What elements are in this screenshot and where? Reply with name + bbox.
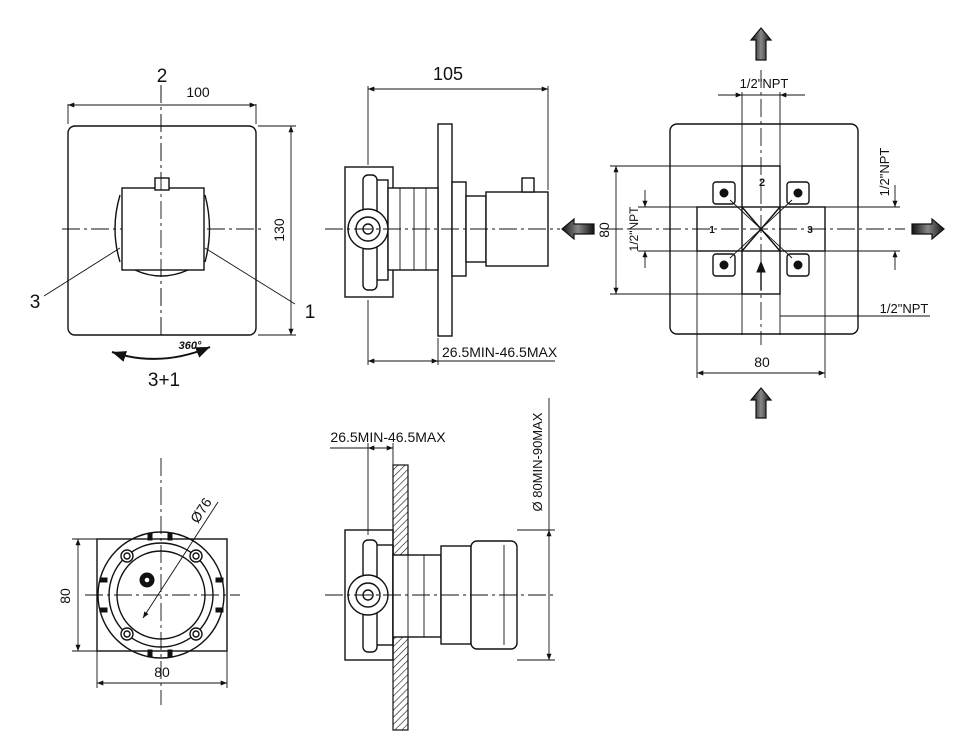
front-handle-square	[121, 187, 205, 271]
rotation-arrow-icon	[111, 346, 211, 362]
back-view: 2 1 3 1/2"NPT 1/2"NPT 1/2"NPT 80 1/2"NPT	[561, 27, 945, 419]
bs-range-dim: 26.5MIN-46.5MAX	[330, 429, 446, 445]
bs-diameter-range-dim: Ø 80MIN-90MAX	[530, 412, 545, 511]
bf-bolt-holes	[120, 549, 203, 641]
front-leader-right	[204, 247, 296, 305]
side-handle-stub	[521, 177, 535, 193]
back-port-left: 1	[709, 225, 715, 236]
back-width-dim: 80	[754, 354, 770, 370]
bf-diameter-dim: Ø76	[187, 495, 215, 526]
flow-arrow-right-icon	[911, 217, 945, 241]
bottom-side-view: 26.5MIN-46.5MAX Ø 80MIN-90MAX	[325, 398, 555, 731]
front-handle-arc-bottom	[134, 269, 189, 277]
back-npt-bottom: 1/2"NPT	[880, 301, 929, 316]
front-width-dim: 100	[186, 84, 210, 100]
back-height-dim: 80	[596, 222, 612, 238]
flow-arrow-up-bottom-icon	[749, 387, 773, 419]
flow-arrow-up-icon	[749, 27, 773, 61]
front-label-top: 2	[157, 66, 168, 87]
back-inlet-arrow-icon	[756, 260, 766, 273]
front-plate	[67, 125, 257, 336]
front-label-right: 1	[305, 302, 316, 323]
back-npt-top: 1/2"NPT	[740, 76, 789, 91]
back-port-right: 3	[807, 225, 813, 236]
front-leader-left	[43, 247, 121, 297]
front-handle-arc-right	[204, 194, 211, 263]
side-range-dim: 26.5MIN-46.5MAX	[442, 344, 558, 360]
bottom-front-view: Ø76 80 80	[57, 458, 240, 705]
front-handle-stub	[154, 177, 170, 191]
front-view: 100 2 130 3 1 360° 3+1	[30, 66, 316, 391]
front-height-dim: 130	[271, 218, 287, 242]
front-label-bottom: 3+1	[148, 370, 180, 391]
back-npt-left: 1/2"NPT	[627, 206, 641, 252]
front-handle-arc-left	[114, 194, 121, 263]
front-label-left: 3	[30, 292, 41, 313]
back-port-top: 2	[759, 177, 765, 189]
back-npt-right: 1/2"NPT	[877, 148, 892, 197]
side-view: 105 26.5MIN-46.5MAX	[325, 64, 560, 365]
bf-height-dim: 80	[57, 588, 73, 604]
back-bolts	[712, 181, 810, 277]
flow-arrow-left-icon	[561, 217, 595, 241]
side-plate	[437, 123, 453, 337]
side-depth-dim: 105	[433, 64, 463, 84]
bf-width-dim: 80	[154, 664, 170, 680]
front-rotation-text: 360°	[179, 340, 202, 352]
